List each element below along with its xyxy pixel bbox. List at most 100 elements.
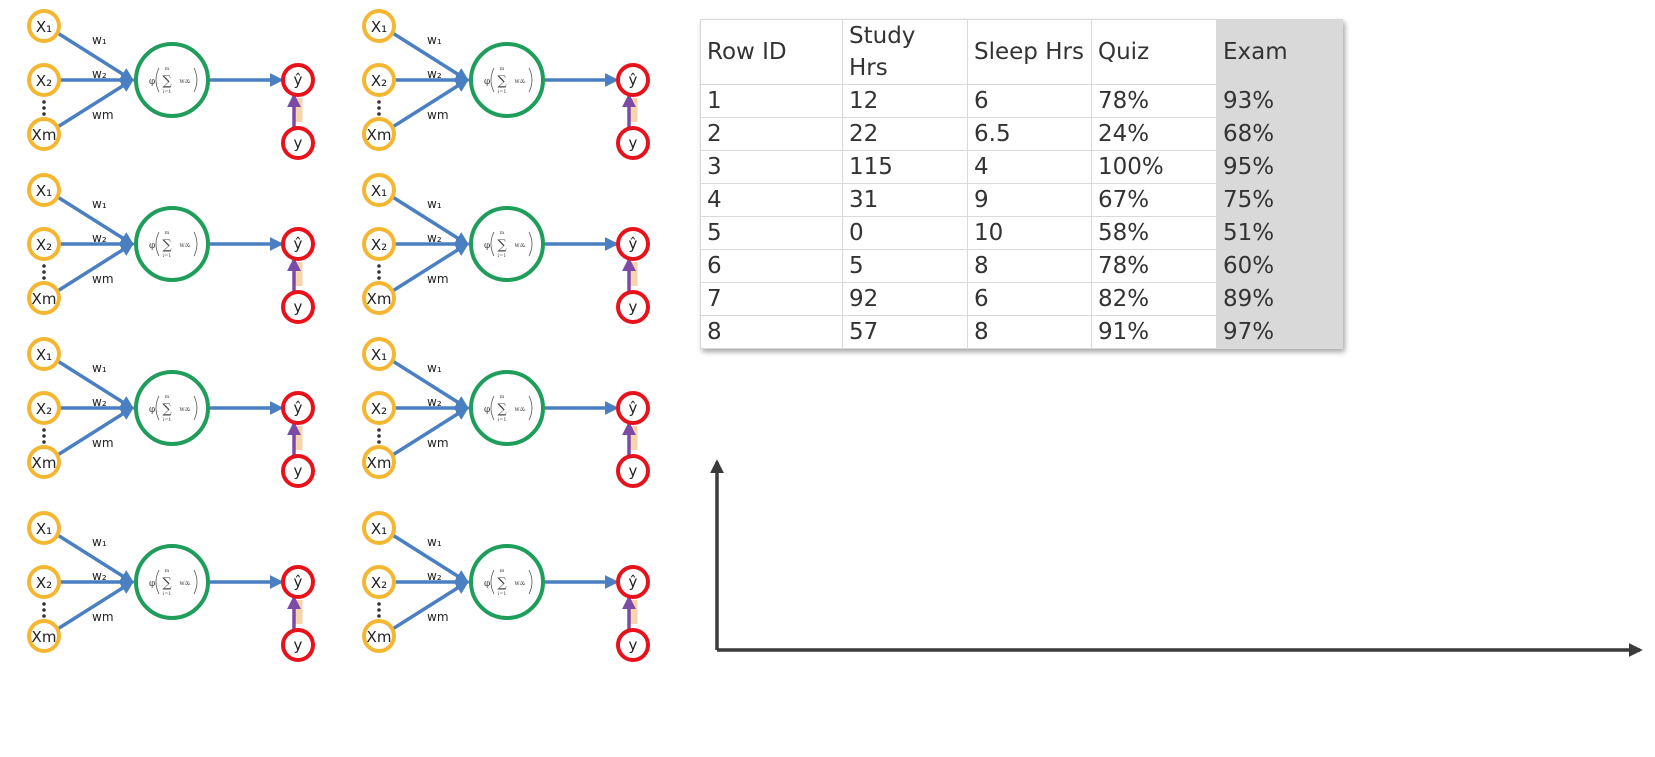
- input-node-x2: [362, 227, 396, 261]
- table-cell: 10: [967, 216, 1092, 250]
- table-cell: 82%: [1091, 282, 1217, 316]
- actual-node-y: [616, 454, 650, 488]
- input-node-x1-label: X₁: [371, 182, 387, 200]
- weight-label-w1: w₁: [427, 197, 442, 211]
- phi-label: φ: [149, 241, 155, 251]
- output-node-y-hat: [281, 391, 315, 425]
- left-paren: [490, 67, 495, 93]
- sum-symbol: ∑: [162, 238, 172, 253]
- y-hat-label: ŷ: [294, 399, 303, 417]
- input-node-x2: [27, 63, 61, 97]
- ellipsis-dot: [42, 428, 46, 432]
- neuron-node: [134, 206, 210, 282]
- left-paren: [155, 67, 160, 93]
- weight-label-w1: w₁: [92, 361, 107, 375]
- ellipsis-dot: [377, 608, 381, 612]
- weight-label-wm: wm: [427, 272, 449, 286]
- left-paren: [490, 395, 495, 421]
- ellipsis-dot: [377, 106, 381, 110]
- ellipsis-dot: [377, 264, 381, 268]
- y-hat-label: ŷ: [294, 573, 303, 591]
- weight-label-w2: w₂: [427, 569, 442, 583]
- right-paren: [193, 231, 198, 257]
- sum-upper: m: [165, 230, 170, 236]
- input-node-x1-label: X₁: [36, 346, 52, 364]
- input-node-xm-label: Xm: [367, 628, 392, 646]
- input-node-x1: [27, 337, 61, 371]
- input-arrow: [55, 532, 135, 584]
- sum-upper: m: [165, 394, 170, 400]
- input-node-x2-label: X₂: [36, 72, 52, 90]
- table-cell: 4: [700, 183, 843, 217]
- sum-lower: i=1: [498, 417, 507, 423]
- ellipsis-dot: [377, 276, 381, 280]
- input-node-xm-label: Xm: [32, 454, 57, 472]
- input-arrow: [390, 532, 470, 584]
- neuron-node: [469, 544, 545, 620]
- input-node-x2-label: X₂: [36, 574, 52, 592]
- weight-label-w2: w₂: [427, 395, 442, 409]
- table-cell: 5: [842, 249, 968, 283]
- left-paren: [490, 569, 495, 595]
- sum-term: wᵢxᵢ: [180, 580, 192, 587]
- ellipsis-dot: [377, 112, 381, 116]
- input-node-xm-label: Xm: [367, 290, 392, 308]
- table-cell: 51%: [1216, 216, 1343, 250]
- input-node-xm-label: Xm: [32, 290, 57, 308]
- weight-label-w1: w₁: [92, 33, 107, 47]
- phi-label: φ: [484, 77, 490, 87]
- phi-label: φ: [149, 405, 155, 415]
- input-node-xm: [362, 619, 396, 653]
- table-cell: 68%: [1216, 117, 1343, 151]
- ellipsis-dot: [42, 440, 46, 444]
- ellipsis-dot: [377, 440, 381, 444]
- neuron-node: [469, 206, 545, 282]
- header-row-id: Row ID: [700, 19, 843, 85]
- sum-lower: i=1: [163, 253, 172, 259]
- sum-upper: m: [165, 568, 170, 574]
- output-node-y-hat: [281, 227, 315, 261]
- input-arrow: [390, 30, 470, 82]
- sum-upper: m: [500, 66, 505, 72]
- actual-node-y: [281, 628, 315, 662]
- neuron-node: [469, 370, 545, 446]
- table-cell: 8: [967, 315, 1092, 349]
- input-node-x1-label: X₁: [371, 346, 387, 364]
- input-node-x2: [362, 391, 396, 425]
- input-arrow: [55, 194, 135, 246]
- header-quiz: Quiz: [1091, 19, 1217, 85]
- y-label: y: [629, 298, 638, 316]
- phi-label: φ: [484, 579, 490, 589]
- input-node-x2-label: X₂: [36, 236, 52, 254]
- sum-symbol: ∑: [497, 576, 507, 591]
- ellipsis-dot: [42, 276, 46, 280]
- input-node-x1: [27, 511, 61, 545]
- sum-term: wᵢxᵢ: [180, 406, 192, 413]
- table-cell: 75%: [1216, 183, 1343, 217]
- ellipsis-dot: [377, 100, 381, 104]
- actual-node-y: [616, 290, 650, 324]
- phi-label: φ: [149, 579, 155, 589]
- table-cell: 2: [700, 117, 843, 151]
- input-node-xm: [27, 117, 61, 151]
- sum-symbol: ∑: [162, 402, 172, 417]
- sum-lower: i=1: [163, 417, 172, 423]
- input-arrow: [55, 78, 135, 130]
- table-cell: 22: [842, 117, 968, 151]
- sum-term: wᵢxᵢ: [515, 242, 527, 249]
- sum-upper: m: [500, 230, 505, 236]
- sum-symbol: ∑: [497, 238, 507, 253]
- weight-label-w1: w₁: [427, 535, 442, 549]
